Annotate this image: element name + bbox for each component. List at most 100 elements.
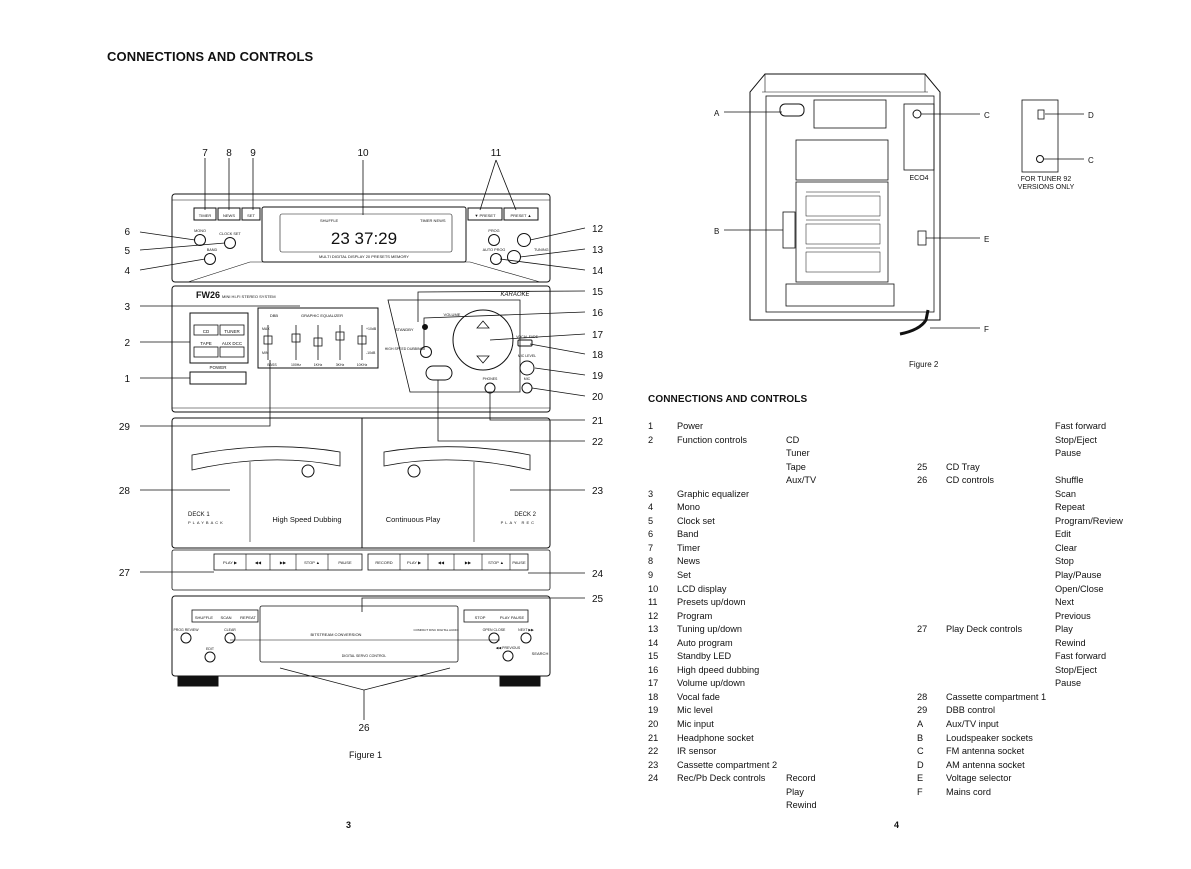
speaker-sockets-shape	[782, 211, 796, 249]
eq-min-label: MIN	[262, 351, 269, 355]
legend-label: Timer	[677, 542, 701, 553]
eq-band-bass: BASS	[267, 363, 277, 367]
next-label: NEXT ▶▶	[518, 628, 535, 632]
figure2-caption: Figure 2	[909, 360, 939, 369]
legend-number: 13	[648, 624, 659, 635]
legend-number: 23	[648, 759, 659, 770]
legend-subitem: CD	[786, 434, 800, 445]
legend-subitem: Tape	[786, 461, 806, 472]
display-timer-news: TIMER NEWS	[420, 218, 446, 223]
legend-label: Function controls	[677, 434, 747, 445]
volume-label: VOLUME	[444, 312, 461, 317]
label-e: E	[984, 235, 989, 244]
legend-label: Headphone socket	[677, 732, 754, 743]
continuous-play-label: Continuous Play	[386, 515, 441, 524]
tuning-up-knob-shape	[517, 233, 531, 247]
tuner-unit-outline	[171, 193, 551, 283]
am-box	[1021, 99, 1059, 173]
deck1-play: PLAY ▶	[223, 560, 238, 565]
mic-level-knob-shape	[519, 360, 535, 376]
legend-row: Repeat	[917, 501, 1137, 515]
legend-subitem: Edit	[1055, 529, 1071, 540]
legend-number: 20	[648, 719, 659, 730]
aux-input-shape	[779, 103, 805, 117]
band-knob-shape	[204, 253, 216, 265]
legend-label: LCD display	[677, 583, 727, 594]
legend-label: Power	[677, 421, 704, 431]
power-button-shape	[189, 371, 247, 385]
preset-up-label: PRESET ▲	[510, 213, 531, 218]
digital-servo-label: DIGITAL SERVO CONTROL	[342, 654, 387, 658]
amplifier-unit-outline	[171, 285, 551, 413]
eq-plus-label: +10dB	[366, 327, 377, 331]
prog-review-label: PROG REVIEW	[173, 628, 199, 632]
fm-socket-shape	[912, 109, 922, 119]
legend-row: 7 Timer	[648, 542, 888, 556]
deck1-sub-label: PLAYBACK	[188, 520, 225, 525]
callout-26: 26	[358, 723, 370, 734]
legend-row: Stop/Eject	[917, 664, 1137, 678]
legend-subitem: Play/Pause	[1055, 570, 1102, 581]
legend-subitem: Clear	[1055, 542, 1077, 553]
legend-row: Pause	[917, 447, 1137, 461]
deck2-pause: PAUSE	[512, 560, 526, 565]
legend-label: Mains cord	[946, 786, 991, 797]
legend-number: 1	[648, 421, 654, 431]
legend-number: 7	[648, 542, 654, 553]
callout-15: 15	[592, 287, 604, 298]
legend-label: Tuning up/down	[677, 624, 743, 635]
label-b: B	[714, 227, 719, 236]
legend-subitem: Fast forward	[1055, 651, 1107, 662]
cd-shuffle: SHUFFLE	[195, 615, 214, 620]
legend-label: Presets up/down	[677, 597, 746, 608]
legend-subitem: Program/Review	[1055, 515, 1123, 526]
legend-label: CD controls	[946, 475, 994, 486]
deck2-play: PLAY ▶	[407, 560, 422, 565]
page-number-right: 4	[894, 820, 900, 830]
deck2-rewind: ◀◀	[438, 560, 445, 565]
legend-label: Band	[677, 529, 699, 540]
callout-22: 22	[592, 437, 604, 448]
legend-number: E	[917, 773, 924, 784]
page-title: CONNECTIONS AND CONTROLS	[107, 49, 314, 64]
callout-20: 20	[592, 392, 604, 403]
legend-label: Play Deck controls	[946, 624, 1023, 635]
label-c-fm: C	[984, 111, 990, 120]
clock-knob-shape	[224, 237, 236, 249]
legend-subitem: Next	[1055, 597, 1074, 608]
search-label: SEARCH	[532, 651, 549, 656]
auto-prog-label: AUTO PROG	[483, 248, 506, 252]
tape-label: TAPE	[200, 341, 211, 346]
legend-label: Mic level	[677, 705, 713, 716]
news-label: NEWS	[223, 213, 235, 218]
ir-sensor-shape	[425, 365, 453, 381]
legend-row: 1 Power	[648, 420, 888, 434]
voltage-selector-shape	[917, 230, 927, 246]
callout-21: 21	[592, 416, 604, 427]
legend-number: 18	[648, 691, 659, 702]
mic-level-label: MIC LEVEL	[518, 354, 536, 358]
deck1-eject-shape	[301, 464, 315, 478]
legend-row: Play/Pause	[917, 569, 1137, 583]
callout-9: 9	[250, 148, 256, 159]
preset-up-shape	[503, 207, 539, 221]
tuner-label: TUNER	[224, 329, 240, 334]
legend-subitem: Aux/TV	[786, 475, 817, 486]
cd-unit-outline	[171, 595, 551, 677]
legend-label: FM antenna socket	[946, 746, 1025, 757]
deck2-label: DECK 2	[514, 512, 536, 518]
standby-label: STANDBY	[395, 327, 414, 332]
preset-down-label: ▼ PRESET	[474, 213, 496, 218]
legend-row: Pause	[917, 677, 1137, 691]
legend-subitem: Scan	[1055, 488, 1076, 499]
legend-number: 8	[648, 556, 654, 567]
